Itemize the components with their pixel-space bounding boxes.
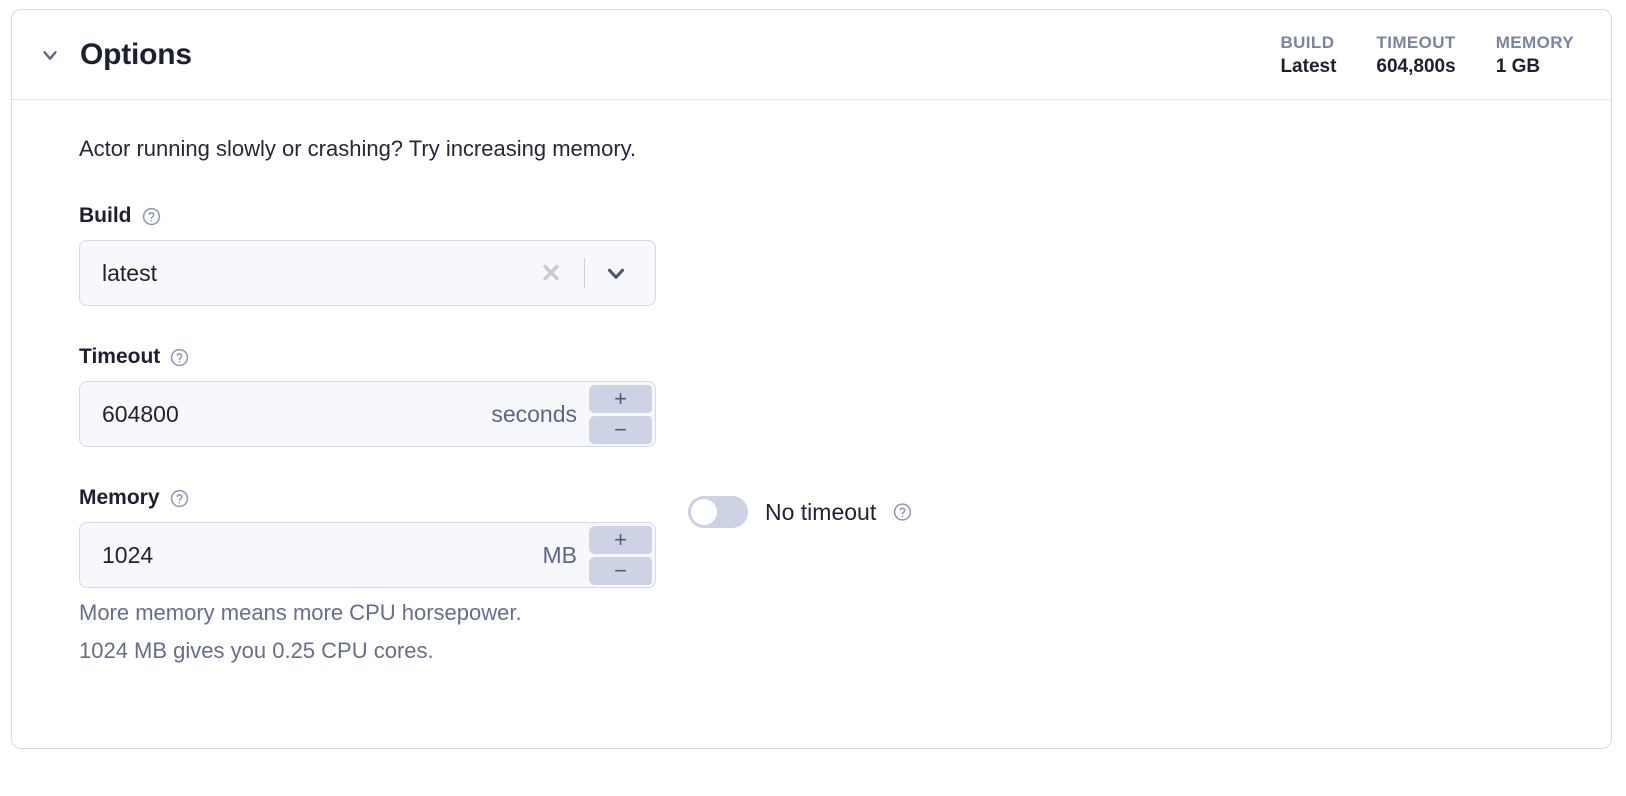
timeout-stepper: + −: [589, 384, 655, 444]
help-circle-icon[interactable]: [142, 207, 161, 226]
memory-hint-line-2: 1024 MB gives you 0.25 CPU cores.: [79, 638, 434, 663]
timeout-label-row: Timeout: [79, 345, 189, 369]
build-select[interactable]: ✕: [79, 240, 656, 306]
options-panel-header: Options BUILD Latest TIMEOUT 604,800s ME…: [12, 10, 1611, 100]
stat-timeout: TIMEOUT 604,800s: [1376, 32, 1455, 80]
stat-build-value: Latest: [1280, 56, 1337, 77]
toggle-knob: [691, 499, 717, 525]
timeout-label: Timeout: [79, 345, 161, 368]
help-circle-icon[interactable]: [893, 503, 912, 522]
header-stats: BUILD Latest TIMEOUT 604,800s MEMORY 1 G…: [1280, 32, 1574, 80]
memory-unit: MB: [542, 541, 578, 568]
build-label: Build: [79, 204, 132, 227]
page-title: Options: [80, 38, 192, 71]
intro-text: Actor running slowly or crashing? Try in…: [79, 136, 637, 161]
close-icon[interactable]: ✕: [540, 258, 562, 288]
stat-memory-value: 1 GB: [1495, 56, 1541, 77]
build-label-row: Build: [79, 204, 161, 228]
select-divider: [584, 258, 585, 288]
memory-increment-button[interactable]: +: [589, 525, 652, 554]
memory-input[interactable]: [80, 540, 543, 570]
stat-timeout-value: 604,800s: [1376, 56, 1456, 77]
no-timeout-row: No timeout: [688, 496, 912, 528]
no-timeout-toggle[interactable]: [688, 496, 748, 528]
timeout-input-group[interactable]: seconds + −: [79, 381, 656, 447]
no-timeout-label: No timeout: [765, 498, 877, 525]
stat-build: BUILD Latest: [1280, 32, 1336, 80]
timeout-decrement-button[interactable]: −: [589, 415, 652, 444]
stat-timeout-label: TIMEOUT: [1376, 33, 1456, 52]
stat-memory: MEMORY 1 GB: [1496, 32, 1574, 80]
memory-hint-line-1: More memory means more CPU horsepower.: [79, 600, 522, 625]
options-collapse-toggle[interactable]: Options: [37, 10, 192, 100]
timeout-increment-button[interactable]: +: [589, 384, 652, 413]
stat-build-label: BUILD: [1280, 33, 1335, 52]
stat-memory-label: MEMORY: [1495, 33, 1574, 52]
chevron-down-icon[interactable]: [37, 42, 63, 68]
memory-stepper: + −: [589, 525, 655, 585]
memory-decrement-button[interactable]: −: [589, 556, 652, 585]
help-circle-icon[interactable]: [170, 489, 189, 508]
timeout-input[interactable]: [80, 399, 492, 429]
options-panel: Options BUILD Latest TIMEOUT 604,800s ME…: [11, 9, 1612, 749]
build-select-value[interactable]: [80, 258, 538, 288]
memory-input-group[interactable]: MB + −: [79, 522, 656, 588]
memory-label-row: Memory: [79, 486, 189, 510]
timeout-unit: seconds: [491, 400, 577, 427]
help-circle-icon[interactable]: [170, 348, 189, 367]
chevron-down-icon[interactable]: [601, 258, 631, 288]
memory-label: Memory: [79, 486, 160, 509]
